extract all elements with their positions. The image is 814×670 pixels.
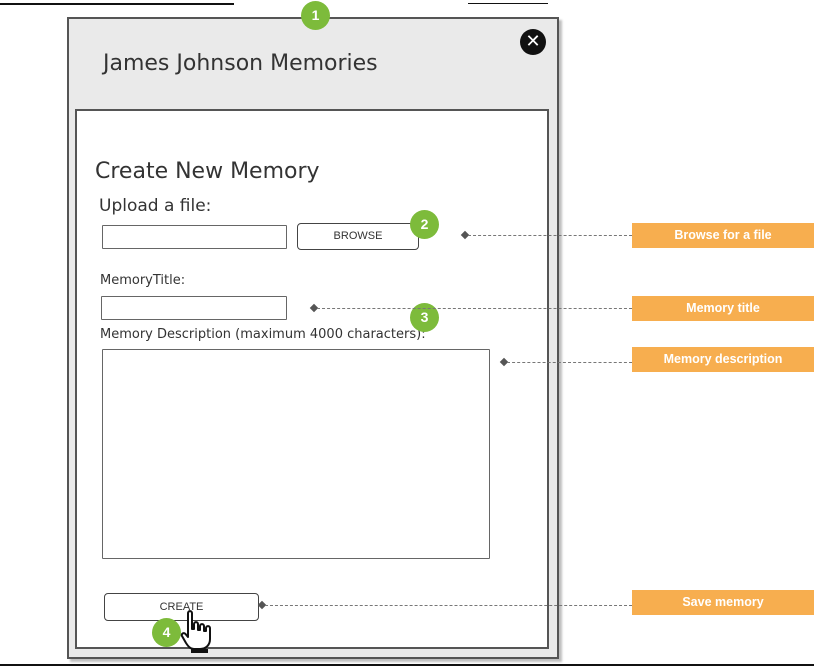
connector-browse — [468, 235, 632, 236]
bottom-frame-line — [0, 664, 814, 666]
memory-title-label: MemoryTitle: — [100, 273, 186, 288]
connector-description — [507, 362, 632, 363]
memory-description-textarea[interactable] — [102, 349, 490, 559]
badge-4: 4 — [152, 618, 181, 647]
callout-save-memory: Save memory — [632, 590, 814, 615]
browse-button[interactable]: BROWSE — [297, 223, 419, 250]
close-icon[interactable]: ✕ — [520, 29, 546, 55]
top-frame-line — [0, 3, 234, 5]
badge-3: 3 — [410, 303, 439, 332]
page-title: Create New Memory — [95, 159, 320, 184]
callout-memory-title: Memory title — [632, 296, 814, 321]
badge-1: 1 — [301, 1, 330, 30]
hand-pointer-icon — [180, 610, 211, 653]
callout-browse: Browse for a file — [632, 223, 814, 248]
memory-description-label: Memory Description (maximum 4000 charact… — [100, 327, 426, 342]
connector-save — [265, 605, 632, 606]
connector-title — [317, 308, 632, 309]
badge-2: 2 — [410, 210, 439, 239]
upload-label: Upload a file: — [99, 196, 212, 216]
create-button[interactable]: CREATE — [104, 593, 259, 621]
window-title: James Johnson Memories — [103, 51, 378, 76]
top-frame-line-right — [468, 3, 548, 4]
memory-title-input[interactable] — [101, 296, 287, 320]
upload-file-input[interactable] — [102, 225, 287, 249]
callout-memory-description: Memory description — [632, 347, 814, 372]
